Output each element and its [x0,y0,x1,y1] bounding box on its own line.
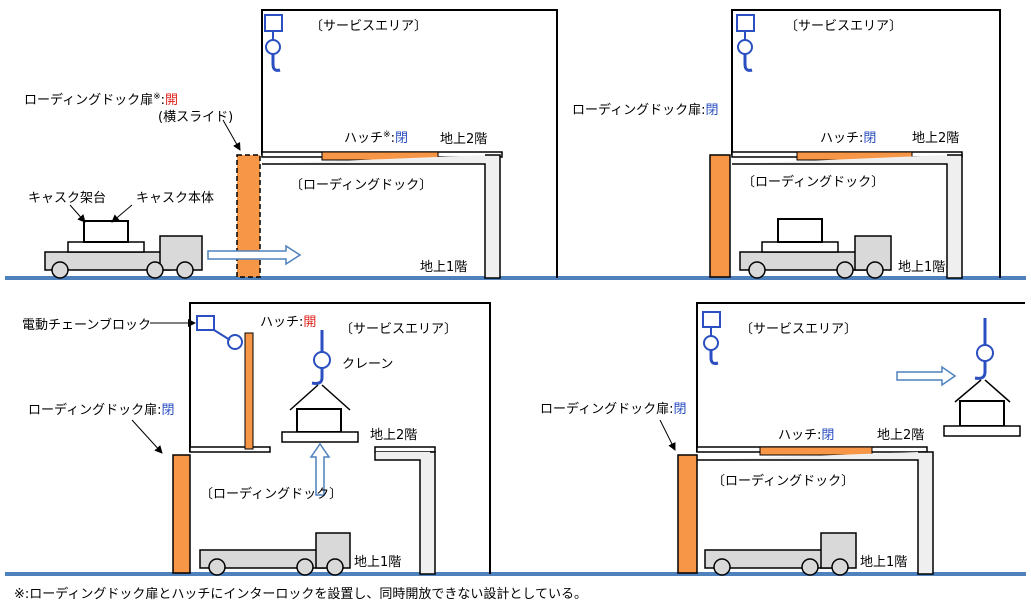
cask-icon [281,384,359,443]
floor1-label: 地上1階 [860,555,907,570]
loading-door [709,154,731,278]
panel-1: 〔サービスエリア〕 〔ローディングドック〕 地上2階 地上1階 ローディングドッ… [5,9,1026,280]
door-status-label: ローディングドック扉:閉 [28,402,175,418]
hatch [759,446,873,456]
service-area-label: 〔サービスエリア〕 [740,322,857,337]
dock-wall [697,451,934,575]
hatch-status-label: ハッチ※:閉 [344,130,408,146]
loading-door [236,154,261,278]
door-status-label: ローディングドック扉※:開 [24,92,178,108]
crane-hook-icon [311,330,331,385]
panel-2: 〔サービスエリア〕 〔ローディングドック〕 地上2階 地上1階 ローディングドッ… [572,9,1001,279]
truck-icon [739,235,892,279]
building-wall [189,302,491,574]
chain-block-label: 電動チェーンブロック [22,317,151,333]
slide-note: (横スライド) [158,110,233,125]
hatch-open [244,332,254,450]
loading-dock-label: 〔ローディングドック〕 [290,177,432,193]
panel-3: 電動チェーンブロック ハッチ:開 〔サービスエリア〕 クレーン 地上2階 〔ロー… [5,302,1026,576]
floor2-label: 地上2階 [877,428,924,443]
floor1-label: 地上1階 [420,260,467,275]
up-arrow-icon [309,442,331,496]
service-area-label: 〔サービスエリア〕 [310,19,427,34]
footnote: ※:ローディングドック扉とハッチにインターロックを設置し、同時開放できない設計と… [14,587,587,602]
truck-icon [704,532,857,576]
panel-4: 〔サービスエリア〕 ローディングドック扉:閉 ハッチ:閉 地上2階 〔ローディン… [540,302,1025,576]
loading-dock-label: 〔ローディングドック〕 [712,473,854,489]
building-wall [696,302,1025,452]
hatch-status-label: ハッチ:閉 [778,428,834,443]
floor2-slab-right [374,446,436,453]
electric-chain-block-icon [196,315,243,350]
cask-icon [943,379,1021,437]
loading-door [677,454,698,574]
chain-block-icon [264,14,283,72]
dock-wall [262,154,501,279]
dock-wall [374,451,436,575]
hatch-status-label: ハッチ:閉 [820,131,876,146]
floor-line-bottom [5,572,1026,576]
right-arrow-icon [896,365,957,387]
chain-block-icon [736,14,755,72]
floor2-label: 地上2階 [440,132,487,147]
building-wall [261,9,558,278]
building-wall [731,9,1001,278]
cask-stand-label: キャスク架台 [28,191,106,206]
chain-block-icon [702,311,721,365]
hatch-status-label: ハッチ:開 [260,315,316,330]
cask-icon [761,218,839,253]
door-status-label: ローディングドック扉:閉 [572,102,719,118]
cask-icon [67,220,145,253]
floor1-label: 地上1階 [898,260,945,275]
service-area-label: 〔サービスエリア〕 [785,19,902,34]
cask-body-label: キャスク本体 [136,191,214,206]
loading-door [172,454,191,574]
floor2-slab-left [189,446,271,453]
crane-label: クレーン [342,357,393,372]
floor-line-top [5,276,1026,280]
door-status-label: ローディングドック扉:閉 [540,401,687,417]
floor1-label: 地上1階 [354,555,401,570]
service-area-label: 〔サービスエリア〕 [340,322,457,337]
crane-hook-icon [974,318,994,380]
dock-wall [732,154,963,279]
loading-dock-label: 〔ローディングドック〕 [742,174,884,190]
loading-dock-label: 〔ローディングドック〕 [200,486,342,502]
floor2-label: 地上2階 [370,428,417,443]
floor2-label: 地上2階 [912,131,959,146]
truck-icon [44,235,203,279]
right-arrow-icon [207,244,302,266]
truck-icon [199,532,351,576]
